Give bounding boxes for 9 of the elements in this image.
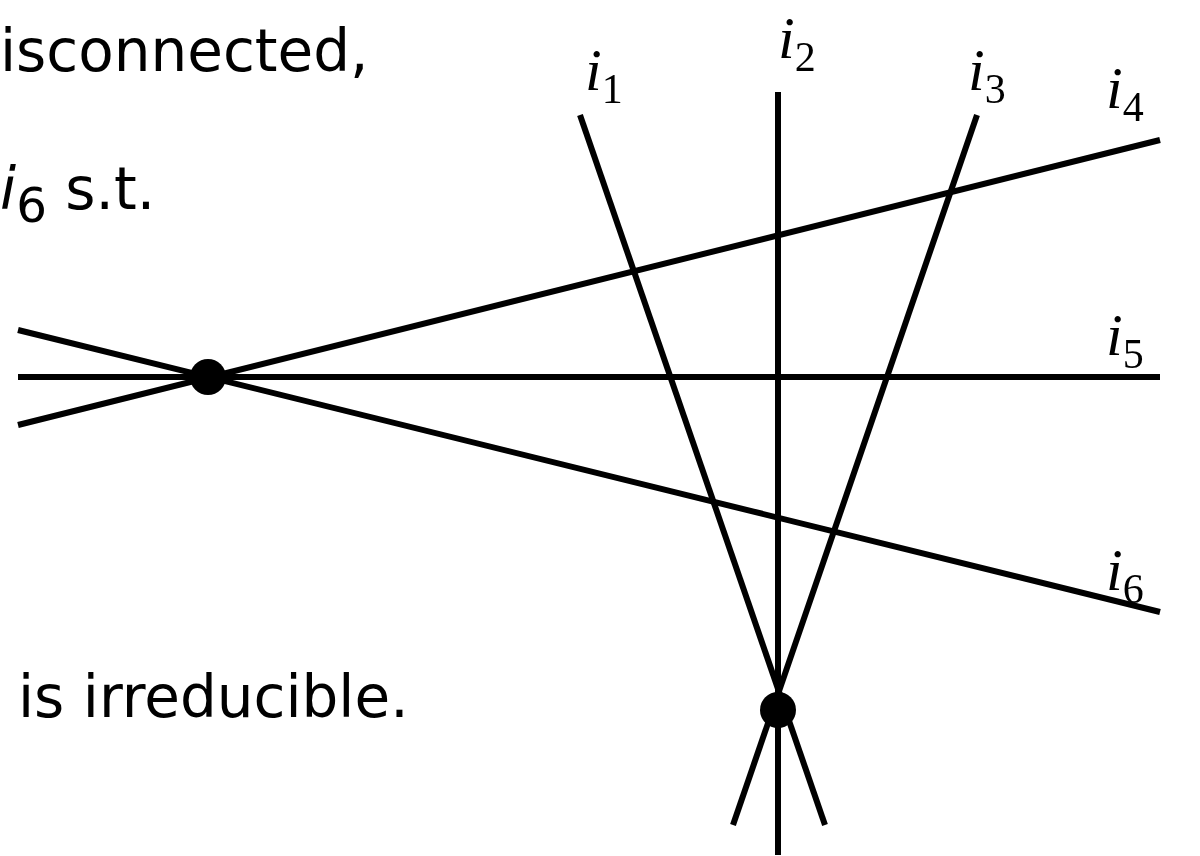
line-label: i$_{2}$ bbox=[778, 8, 816, 78]
line-label: i$_{6}$ bbox=[1106, 540, 1144, 610]
line-label: i$_{3}$ bbox=[968, 40, 1006, 110]
sentence-fragment: isconnected, bbox=[0, 22, 369, 80]
line-label: i$_{5}$ bbox=[1106, 305, 1144, 375]
line-label: i$_{4}$ bbox=[1106, 58, 1144, 128]
sentence-fragment: is irreducible. bbox=[18, 668, 409, 726]
sentence-fragment: i$_{6}$ s.t. bbox=[0, 160, 156, 229]
line-label: i$_{1}$ bbox=[585, 40, 623, 110]
